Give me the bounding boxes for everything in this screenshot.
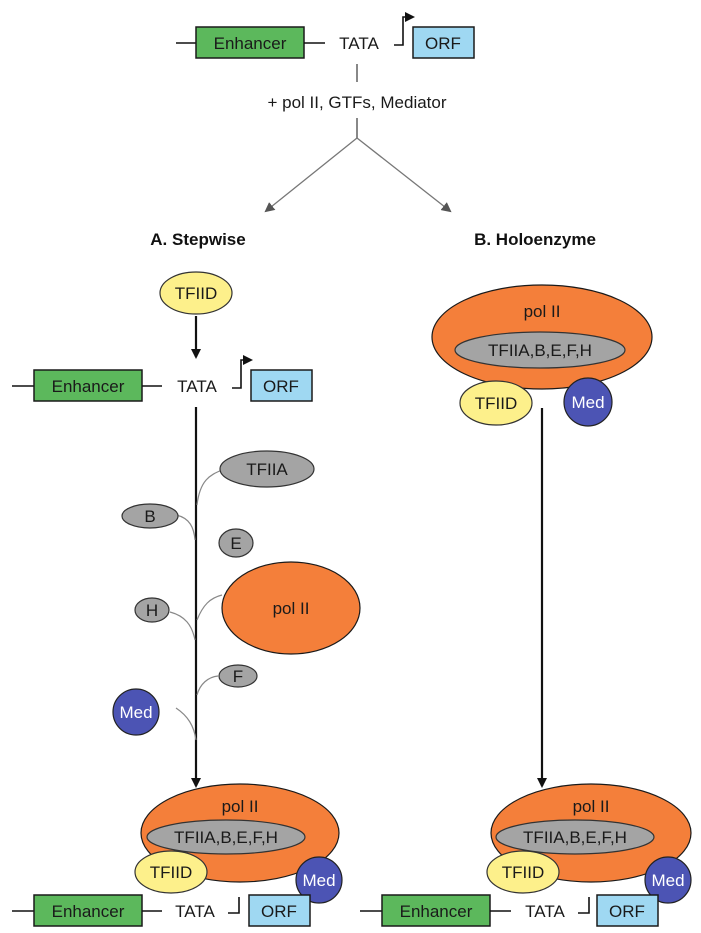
enhancer-box	[33, 369, 143, 402]
pol-ii-ellipse	[221, 561, 361, 655]
gtf-complex-label: TFIIA,B,E,F,H	[174, 828, 278, 847]
mediator-circle	[644, 856, 692, 904]
tata-label: TATA	[177, 377, 217, 396]
pol-ii-label: pol II	[524, 302, 561, 321]
tfiid-label: TFIID	[175, 284, 218, 303]
tfiib-label: B	[144, 507, 155, 526]
preinitiation-complex: pol II TFIIA,B,E,F,H TFIID Med	[134, 783, 343, 904]
gtf-complex-label: TFIIA,B,E,F,H	[523, 828, 627, 847]
tfiid-ellipse	[459, 380, 533, 426]
stepwise-path: TFIID Enhancer TATA ORF TFIIA B E pol II…	[12, 271, 361, 927]
orf-box	[596, 894, 659, 927]
enhancer-label: Enhancer	[400, 902, 473, 921]
mediator-circle	[112, 688, 160, 736]
holoenzyme-complex: pol II TFIIA,B,E,F,H TFIID Med	[431, 284, 653, 427]
gtf-complex-ellipse	[495, 819, 655, 855]
mediator-label: Med	[651, 871, 684, 890]
holoenzyme-header: B. Holoenzyme	[474, 230, 596, 249]
step-description: + pol II, GTFs, Mediator	[267, 93, 446, 112]
orf-box	[250, 369, 313, 402]
enhancer-box	[381, 894, 491, 927]
pol-ii-label: pol II	[222, 797, 259, 816]
enhancer-label: Enhancer	[214, 34, 287, 53]
tfiid-ellipse	[134, 850, 208, 894]
tfiie-ellipse	[218, 528, 254, 558]
orf-label: ORF	[425, 34, 461, 53]
orf-box	[412, 26, 475, 59]
tfiid-label: TFIID	[502, 863, 545, 882]
tata-label: TATA	[339, 34, 379, 53]
tfiid-label: TFIID	[150, 863, 193, 882]
tata-label: TATA	[175, 902, 215, 921]
pol-ii-label: pol II	[573, 797, 610, 816]
holoenzyme-path: pol II TFIIA,B,E,F,H TFIID Med pol II TF…	[360, 284, 692, 927]
mediator-label: Med	[119, 703, 152, 722]
tfiih-label: H	[146, 601, 158, 620]
tfiia-ellipse	[219, 450, 315, 488]
tfiih-ellipse	[134, 597, 170, 623]
tfiib-ellipse	[121, 503, 179, 529]
enhancer-label: Enhancer	[52, 902, 125, 921]
arrow-to-stepwise	[264, 137, 358, 213]
gtf-complex-ellipse	[146, 819, 306, 855]
arrow-to-holoenzyme	[356, 137, 452, 213]
tfiid-label: TFIID	[475, 394, 518, 413]
orf-label: ORF	[609, 902, 645, 921]
tfiia-label: TFIIA	[246, 460, 288, 479]
gtf-complex-label: TFIIA,B,E,F,H	[488, 341, 592, 360]
mediator-label: Med	[571, 393, 604, 412]
mediator-circle	[563, 377, 613, 427]
mediator-label: Med	[302, 871, 335, 890]
orf-label: ORF	[261, 902, 297, 921]
pol-ii-label: pol II	[273, 599, 310, 618]
tfiie-label: E	[230, 534, 241, 553]
orf-label: ORF	[263, 377, 299, 396]
tss-arrow-icon	[394, 12, 415, 46]
tss-arrow-icon	[232, 355, 253, 389]
stepwise-header: A. Stepwise	[150, 230, 245, 249]
top-promoter: Enhancer TATA ORF	[176, 12, 475, 59]
preinitiation-complex: pol II TFIIA,B,E,F,H TFIID Med	[486, 783, 692, 904]
gtf-complex-ellipse	[454, 331, 626, 369]
tfiif-label: F	[233, 667, 243, 686]
enhancer-box	[33, 894, 143, 927]
mediator-circle	[295, 856, 343, 904]
tata-label: TATA	[525, 902, 565, 921]
orf-box	[248, 894, 311, 927]
tfiid-ellipse	[159, 271, 233, 315]
tfiif-ellipse	[218, 664, 258, 688]
tfiid-ellipse	[486, 850, 560, 894]
enhancer-label: Enhancer	[52, 377, 125, 396]
